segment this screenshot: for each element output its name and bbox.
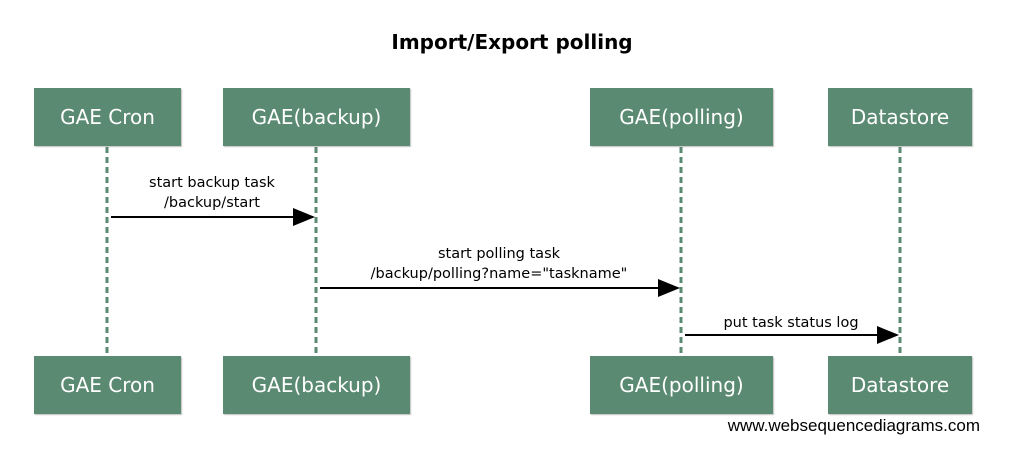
participant-label: GAE Cron <box>60 105 155 129</box>
message-line1: put task status log <box>723 315 859 331</box>
message-line2: /backup/start <box>164 195 260 211</box>
arrowhead-start-backup-icon <box>293 208 315 226</box>
participant-label: Datastore <box>850 105 950 129</box>
message-line2: /backup/polling?name="taskname" <box>370 266 628 282</box>
participant-top-backup: GAE(backup) <box>223 88 410 146</box>
participant-bottom-polling: GAE(polling) <box>590 356 773 414</box>
participant-label: GAE(polling) <box>619 373 744 397</box>
diagram-title: Import/Export polling <box>391 30 633 54</box>
arrowhead-put-status-icon <box>877 326 899 344</box>
message-put-status: put task status log <box>685 313 897 333</box>
participant-top-datastore: Datastore <box>828 88 972 146</box>
participant-bottom-cron: GAE Cron <box>34 356 181 414</box>
message-start-backup: start backup task /backup/start <box>112 173 312 213</box>
message-line1: start backup task <box>149 175 275 191</box>
arrowhead-start-polling-icon <box>658 279 680 297</box>
participant-label: GAE(polling) <box>619 105 744 129</box>
participant-bottom-backup: GAE(backup) <box>223 356 410 414</box>
message-line1: start polling task <box>437 246 561 262</box>
participant-label: GAE Cron <box>60 373 155 397</box>
participant-bottom-datastore: Datastore <box>828 356 972 414</box>
participant-label: GAE(backup) <box>251 373 382 397</box>
participant-label: Datastore <box>850 373 950 397</box>
watermark-link: www.websequencediagrams.com <box>727 416 980 435</box>
participant-top-cron: GAE Cron <box>34 88 181 146</box>
participant-top-polling: GAE(polling) <box>590 88 773 146</box>
message-start-polling: start polling task /backup/polling?name=… <box>320 244 678 284</box>
participant-label: GAE(backup) <box>251 105 382 129</box>
